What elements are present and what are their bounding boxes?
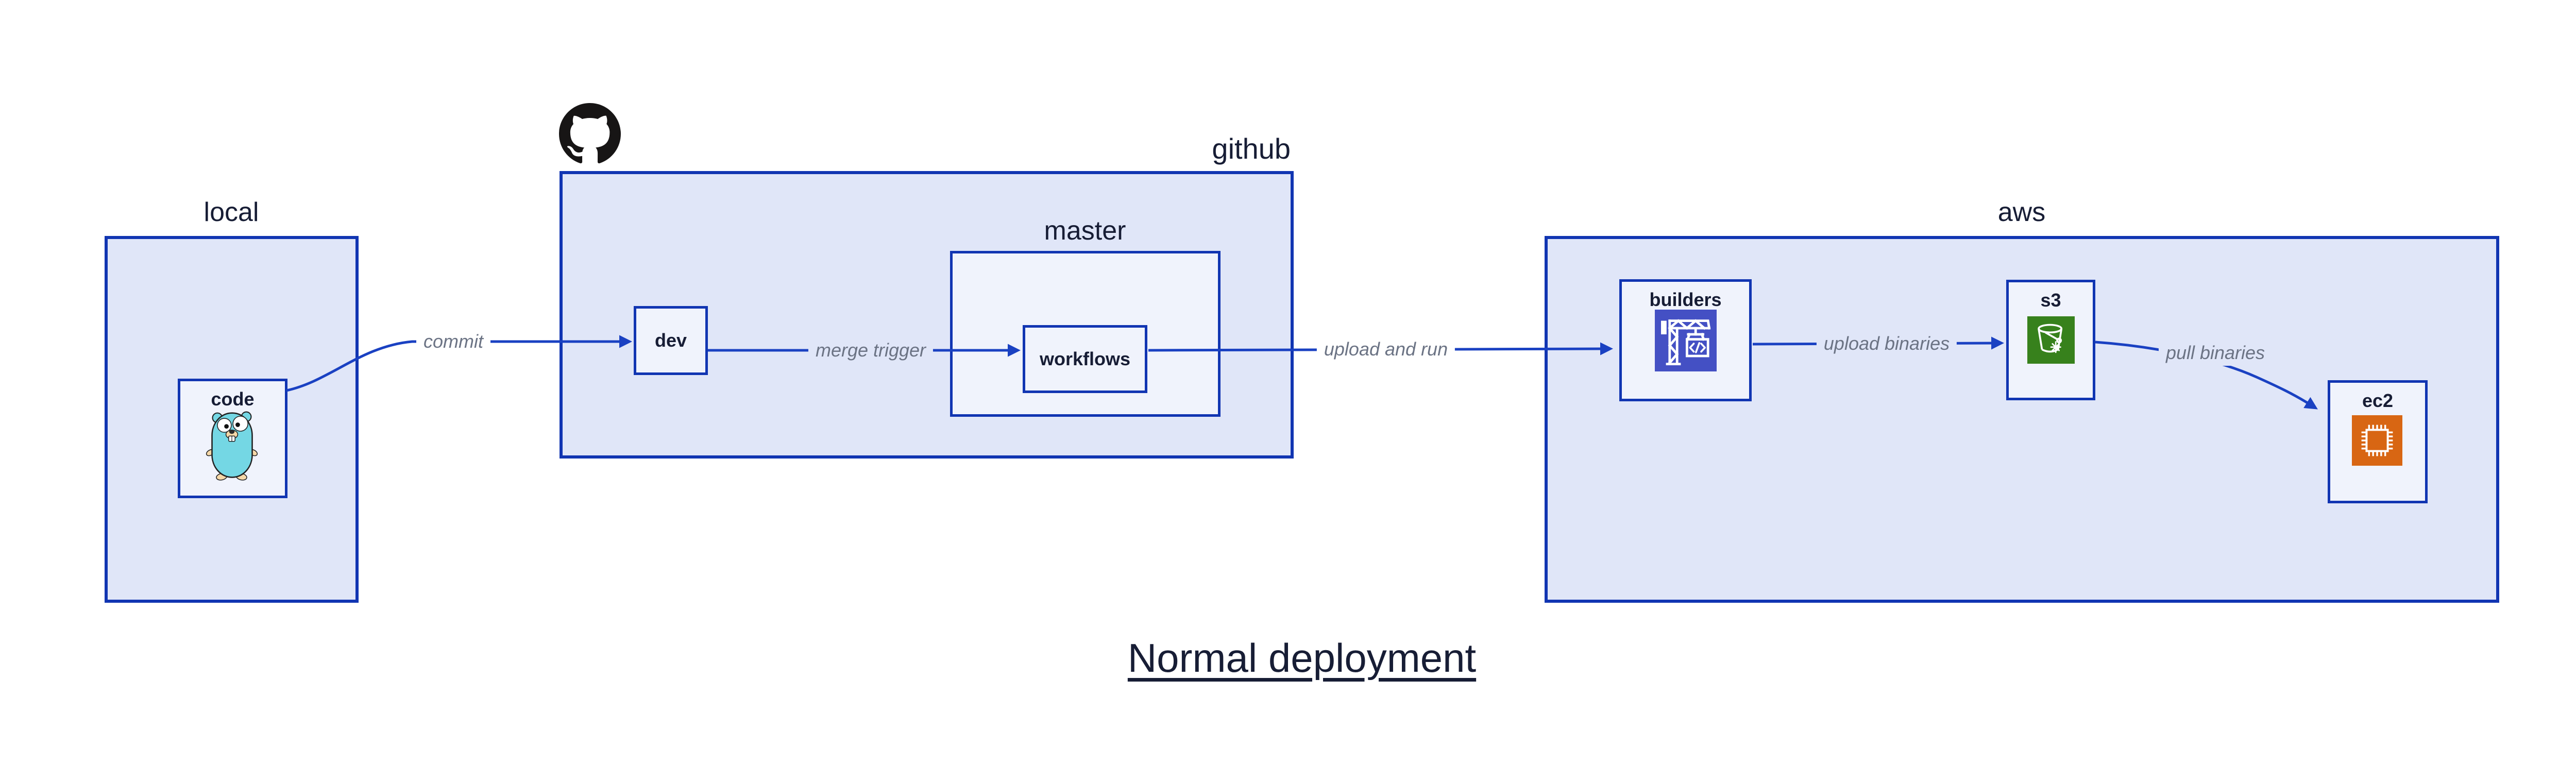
master-section-label: master xyxy=(1044,216,1126,246)
s3-glacier-bucket-icon xyxy=(2027,316,2075,364)
edge-label-merge-trigger: merge trigger xyxy=(808,337,934,363)
dev-node-label: dev xyxy=(654,330,687,351)
local-section-label: local xyxy=(204,197,259,227)
workflows-node: workflows xyxy=(1023,325,1147,393)
edge-label-upload-binaries: upload binaries xyxy=(1816,331,1957,356)
github-section-label: github xyxy=(1212,132,1291,165)
ec2-chip-icon xyxy=(2352,415,2402,466)
s3-node-label: s3 xyxy=(2040,290,2061,311)
diagram-title: Normal deployment xyxy=(0,635,2576,682)
github-octocat-icon xyxy=(559,103,621,165)
ec2-node-label: ec2 xyxy=(2362,390,2394,411)
builders-node-label: builders xyxy=(1649,289,1722,310)
diagram-title-text: Normal deployment xyxy=(1127,635,1477,681)
go-gopher-icon xyxy=(205,409,259,481)
workflows-node-label: workflows xyxy=(1039,348,1131,369)
aws-section-label: aws xyxy=(1997,197,2046,227)
edge-label-commit: commit xyxy=(416,329,490,354)
code-node-label: code xyxy=(211,388,255,410)
edge-label-upload-and-run: upload and run xyxy=(1316,336,1455,362)
edge-label-pull-binaries: pull binaries xyxy=(2158,340,2273,366)
codebuild-crane-icon xyxy=(1655,310,1717,371)
dev-node: dev xyxy=(634,306,708,375)
